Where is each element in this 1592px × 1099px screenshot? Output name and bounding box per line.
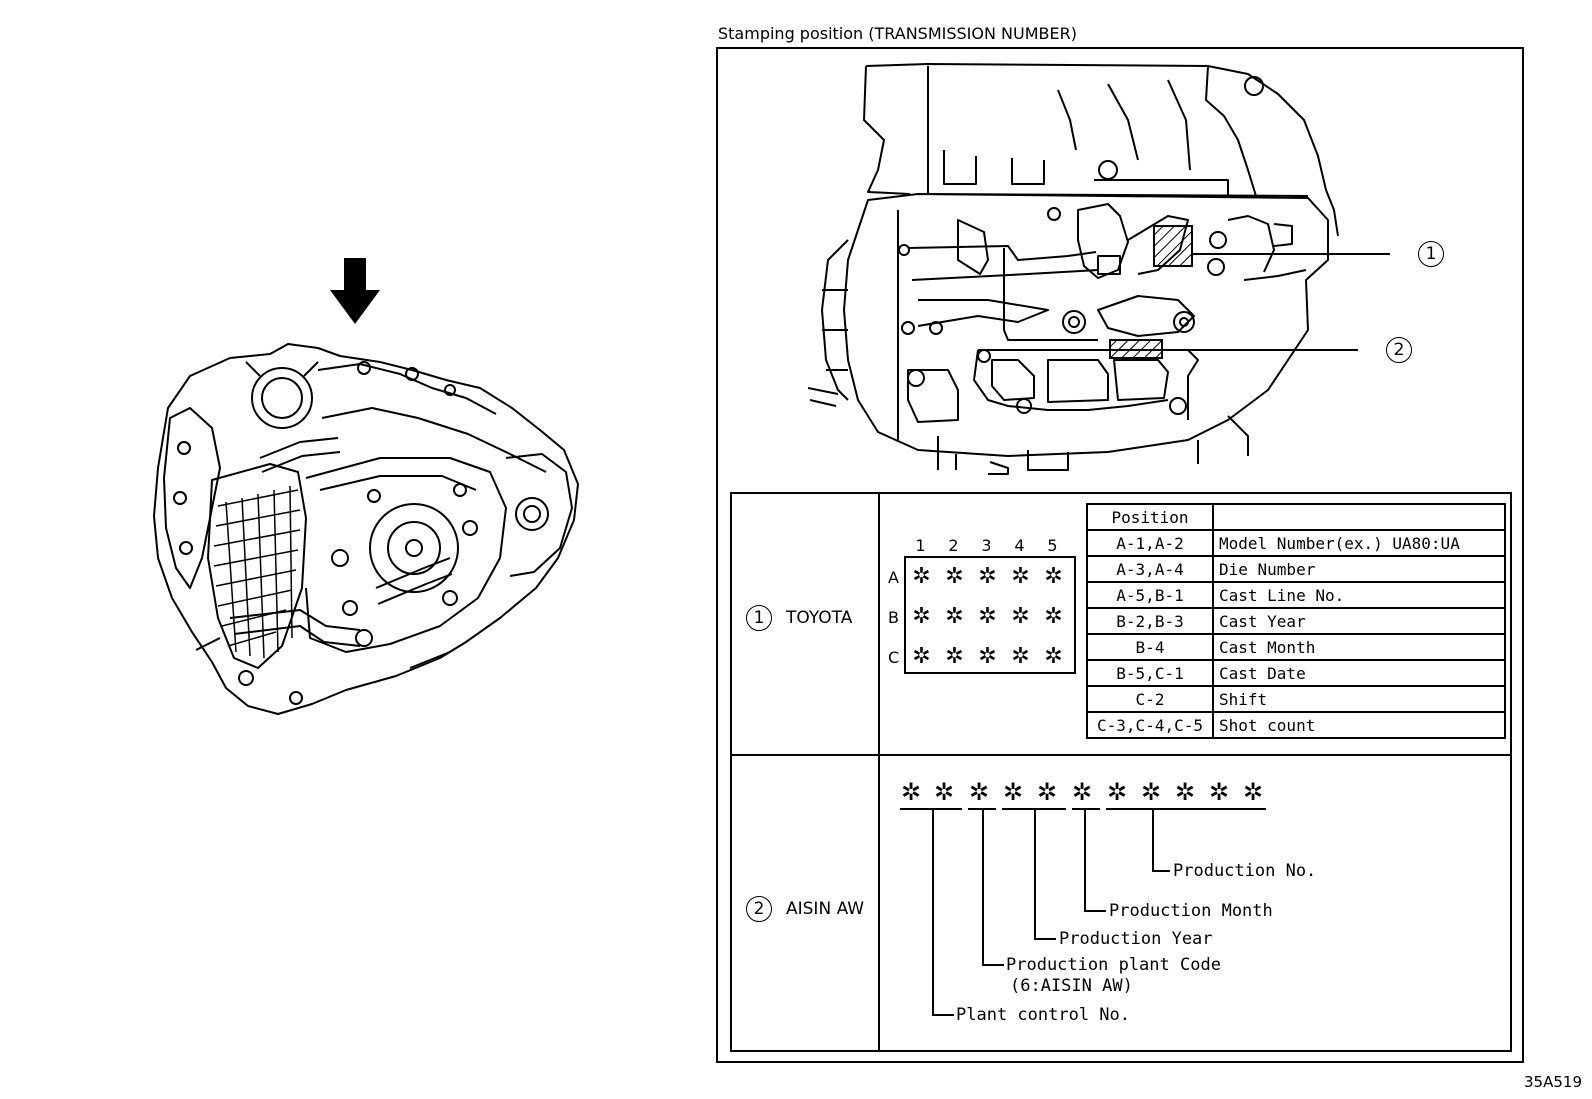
toyota-label: 1 TOYOTA bbox=[746, 605, 852, 631]
stamp-mark-icon: ✲ bbox=[1011, 564, 1030, 589]
label-plant-code-note: (6:AISIN AW) bbox=[1010, 976, 1133, 996]
position-description: Cast Month bbox=[1212, 633, 1506, 661]
stamp-mark-icon: ✲ bbox=[968, 778, 990, 806]
header-description bbox=[1212, 503, 1506, 531]
stamp-mark-icon: ✲ bbox=[1044, 564, 1063, 589]
stamp-mark-icon: ✲ bbox=[1036, 778, 1058, 806]
stamping-position-frame bbox=[716, 47, 1524, 1063]
stamp-grid-row: ✲ ✲ ✲ ✲ ✲ bbox=[905, 566, 1070, 606]
position-description: Model Number(ex.) UA80:UA bbox=[1212, 529, 1506, 557]
position-code: A-1,A-2 bbox=[1086, 529, 1214, 557]
toyota-maker-name: TOYOTA bbox=[786, 608, 853, 628]
grid-col-1: 1 bbox=[915, 536, 926, 555]
position-description: Shot count bbox=[1212, 711, 1506, 739]
aisin-index: 2 bbox=[746, 896, 772, 922]
stamp-mark-icon: ✲ bbox=[1106, 778, 1128, 806]
position-description: Cast Year bbox=[1212, 607, 1506, 635]
label-plant-code: Production plant Code bbox=[1006, 955, 1221, 975]
stamp-mark-icon: ✲ bbox=[1174, 778, 1196, 806]
stamp-mark-icon: ✲ bbox=[1011, 604, 1030, 629]
position-description: Cast Date bbox=[1212, 659, 1506, 687]
figure-title: Stamping position (TRANSMISSION NUMBER) bbox=[718, 24, 1077, 43]
toyota-index: 1 bbox=[746, 605, 772, 631]
stamp-mark-icon: ✲ bbox=[1071, 778, 1093, 806]
stamp-mark-icon: ✲ bbox=[1044, 604, 1063, 629]
toyota-stamp-grid bbox=[904, 556, 1076, 674]
position-description: Die Number bbox=[1212, 555, 1506, 583]
label-plant-control: Plant control No. bbox=[956, 1005, 1130, 1025]
stamp-info-table bbox=[730, 492, 1512, 1052]
position-code: B-5,C-1 bbox=[1086, 659, 1214, 687]
grid-row-b: B bbox=[888, 608, 899, 627]
stamp-mark-icon: ✲ bbox=[900, 778, 922, 806]
stamp-mark-icon: ✲ bbox=[1002, 778, 1024, 806]
grid-col-5: 5 bbox=[1047, 536, 1058, 555]
stamp-grid-row: ✲ ✲ ✲ ✲ ✲ bbox=[905, 606, 1070, 646]
stamp-mark-icon: ✲ bbox=[978, 604, 997, 629]
header-position: Position bbox=[1086, 503, 1214, 531]
position-description: Cast Line No. bbox=[1212, 581, 1506, 609]
toyota-grid-column-headers: 1 2 3 4 5 bbox=[904, 536, 1069, 555]
arrow-down-icon bbox=[330, 258, 380, 324]
stamp-area-toyota bbox=[1153, 225, 1193, 267]
position-code: B-2,B-3 bbox=[1086, 607, 1214, 635]
position-code: C-2 bbox=[1086, 685, 1214, 713]
stamp-mark-icon: ✲ bbox=[933, 778, 955, 806]
stamp-mark-icon: ✲ bbox=[1044, 644, 1063, 669]
grid-col-2: 2 bbox=[948, 536, 959, 555]
position-code: A-5,B-1 bbox=[1086, 581, 1214, 609]
position-code: A-3,A-4 bbox=[1086, 555, 1214, 583]
stamp-mark-icon: ✲ bbox=[1140, 778, 1162, 806]
stamp-mark-icon: ✲ bbox=[912, 604, 931, 629]
transmission-overview-illustration bbox=[153, 258, 579, 715]
stamp-mark-icon: ✲ bbox=[1011, 644, 1030, 669]
stamp-mark-icon: ✲ bbox=[945, 564, 964, 589]
label-production-month: Production Month bbox=[1109, 901, 1273, 921]
grid-col-3: 3 bbox=[981, 536, 992, 555]
stamp-mark-icon: ✲ bbox=[1242, 778, 1264, 806]
reference-code: 35A519 bbox=[1524, 1073, 1582, 1091]
aisin-maker-name: AISIN AW bbox=[786, 899, 865, 919]
stamp-mark-icon: ✲ bbox=[912, 564, 931, 589]
callout-1: 1 bbox=[1418, 241, 1444, 267]
position-description: Shift bbox=[1212, 685, 1506, 713]
aisin-label: 2 AISIN AW bbox=[746, 896, 864, 922]
stamp-mark-icon: ✲ bbox=[945, 644, 964, 669]
stamp-mark-icon: ✲ bbox=[912, 644, 931, 669]
transmission-case-drawing bbox=[808, 63, 1390, 475]
stamp-mark-icon: ✲ bbox=[945, 604, 964, 629]
toyota-stamp-marks: ✲ ✲ ✲ ✲ ✲ ✲ ✲ ✲ ✲ ✲ ✲ ✲ ✲ ✲ ✲ bbox=[905, 566, 1070, 686]
position-table-header: Position bbox=[1086, 503, 1506, 531]
grid-col-4: 4 bbox=[1014, 536, 1025, 555]
grid-row-c: C bbox=[888, 648, 900, 667]
stamp-area-aisin bbox=[1109, 339, 1163, 359]
stamp-mark-icon: ✲ bbox=[978, 564, 997, 589]
stamp-grid-row: ✲ ✲ ✲ ✲ ✲ bbox=[905, 646, 1070, 686]
position-code: B-4 bbox=[1086, 633, 1214, 661]
position-code: C-3,C-4,C-5 bbox=[1086, 711, 1214, 739]
grid-row-a: A bbox=[888, 568, 899, 587]
stamp-mark-icon: ✲ bbox=[978, 644, 997, 669]
label-production-year: Production Year bbox=[1059, 929, 1213, 949]
stamp-mark-icon: ✲ bbox=[1208, 778, 1230, 806]
label-production-no: Production No. bbox=[1173, 861, 1317, 881]
callout-2: 2 bbox=[1386, 337, 1412, 363]
